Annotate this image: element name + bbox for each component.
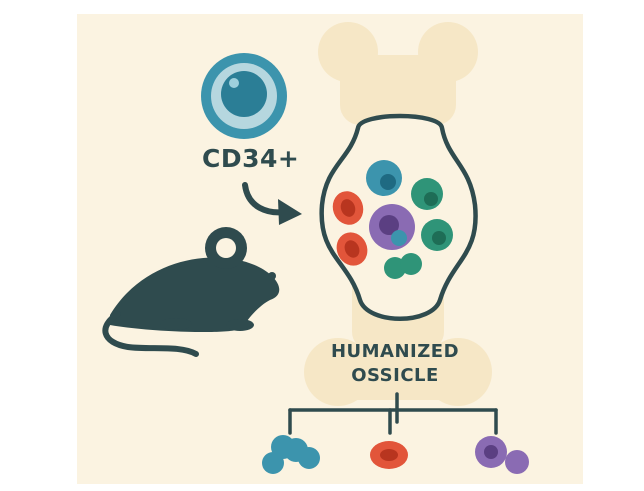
red-cell-upper bbox=[332, 191, 364, 225]
green-cell-pair bbox=[384, 253, 422, 279]
cd34-label: CD34+ bbox=[202, 144, 300, 173]
arrow-icon bbox=[242, 182, 302, 225]
green-cell-right bbox=[421, 219, 453, 251]
ossicle-label: OSSICLE bbox=[351, 365, 439, 386]
marrow-cells bbox=[332, 160, 453, 279]
lineage-tree bbox=[288, 392, 498, 435]
progeny-red-cell bbox=[370, 441, 408, 469]
progeny-purple-cells bbox=[475, 436, 529, 474]
red-cell-lower bbox=[336, 232, 368, 266]
humanized-label: HUMANIZED bbox=[330, 341, 460, 362]
green-cell-top bbox=[411, 178, 443, 210]
teal-cell bbox=[366, 160, 402, 196]
progeny-teal-cells bbox=[262, 435, 320, 474]
purple-cell bbox=[369, 204, 415, 250]
cd34-cell-icon bbox=[201, 53, 287, 139]
mouse-icon bbox=[102, 227, 280, 357]
